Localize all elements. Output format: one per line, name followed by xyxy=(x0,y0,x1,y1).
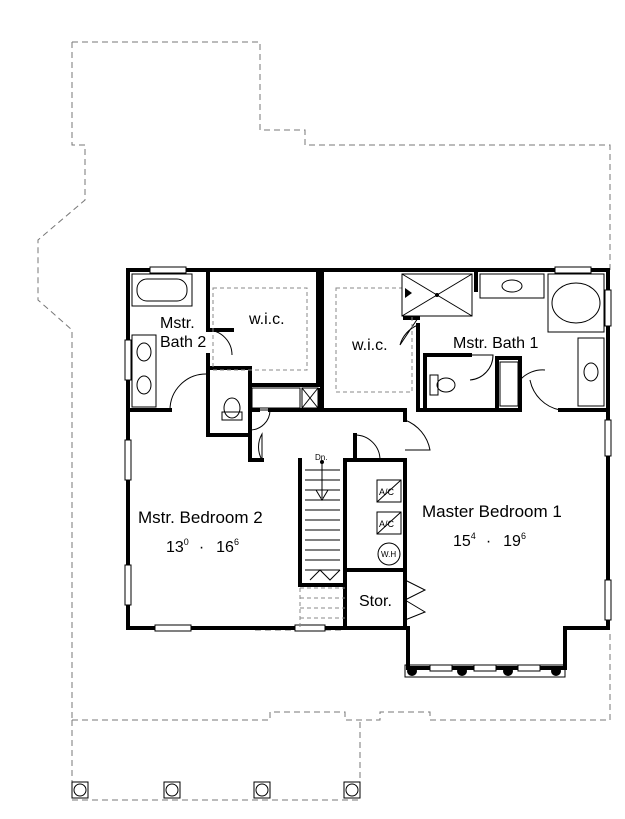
dim-width-in: 0 xyxy=(184,537,189,547)
window xyxy=(604,579,612,621)
dim-depth-in: 6 xyxy=(234,537,239,547)
window xyxy=(554,266,592,274)
dim-depth-ft: 16 xyxy=(216,539,234,556)
porch-post-icon xyxy=(253,781,271,799)
water-heater-icon xyxy=(377,542,401,566)
water-heater-label: W.H xyxy=(381,550,396,559)
dim-width-in: 4 xyxy=(471,531,476,541)
window xyxy=(604,289,612,327)
lower-floor-outline xyxy=(37,41,611,801)
dim-width-ft: 13 xyxy=(166,539,184,556)
bath-2-fixtures xyxy=(131,273,319,421)
vanity-icon xyxy=(577,337,605,407)
window xyxy=(124,339,132,381)
ac-label: A/C xyxy=(379,487,395,497)
ac-unit-icon xyxy=(376,511,402,535)
window xyxy=(124,564,132,606)
interior-walls xyxy=(126,268,610,630)
toilet-icon xyxy=(221,411,243,421)
window xyxy=(473,664,497,672)
dim-separator: · xyxy=(199,539,204,556)
dim-width-ft: 15 xyxy=(453,533,471,550)
stair-label: Dn. xyxy=(315,453,327,462)
room-dimensions: 130·166 154·196 xyxy=(166,531,526,556)
windows xyxy=(124,266,612,672)
ac-unit-icon xyxy=(376,479,402,503)
closet-rods xyxy=(212,287,413,393)
room-label-wic-left: w.i.c. xyxy=(248,311,285,328)
porch-post-icon xyxy=(163,781,181,799)
window xyxy=(517,664,541,672)
window xyxy=(604,419,612,457)
stair xyxy=(299,460,345,628)
dim-depth-ft: 19 xyxy=(503,533,521,550)
room-label-master-bedroom-1: Master Bedroom 1 xyxy=(422,502,562,521)
vanity-icon xyxy=(131,334,157,408)
room-label-mstr-bath-1: Mstr. Bath 1 xyxy=(453,335,538,352)
window xyxy=(154,624,192,632)
toilet-icon xyxy=(429,374,439,396)
door-swings xyxy=(169,317,561,621)
ac-label: A/C xyxy=(379,519,395,529)
porch-post-icons xyxy=(71,781,361,799)
room-label-storage: Stor. xyxy=(359,593,392,610)
window xyxy=(294,624,326,632)
room-label-wic-right: w.i.c. xyxy=(351,337,388,354)
bay-posts xyxy=(404,664,566,678)
window xyxy=(149,266,187,274)
corner-tub-icon xyxy=(547,273,605,333)
dim-depth-in: 6 xyxy=(521,531,526,541)
mechanical xyxy=(376,479,402,566)
window xyxy=(429,664,453,672)
dimension-bedroom-1: 154 · 196 xyxy=(453,531,526,550)
window xyxy=(124,439,132,481)
dim-separator: · xyxy=(486,533,491,550)
room-label-mstr-bedroom-2: Mstr. Bedroom 2 xyxy=(138,508,263,527)
vanity-icon xyxy=(479,273,545,299)
porch-post-icon xyxy=(343,781,361,799)
room-label-mstr-bath-2: Mstr. xyxy=(160,315,195,332)
dimension-bedroom-2: 130 · 166 xyxy=(166,537,239,556)
exterior-walls xyxy=(126,268,610,670)
porch-post-icon xyxy=(71,781,89,799)
room-labels: Mstr. Bath 2 w.i.c. w.i.c. Mstr. Bath 1 … xyxy=(138,311,562,610)
bath-1-fixtures xyxy=(401,273,605,407)
room-label-mstr-bath-2: Bath 2 xyxy=(160,334,206,351)
